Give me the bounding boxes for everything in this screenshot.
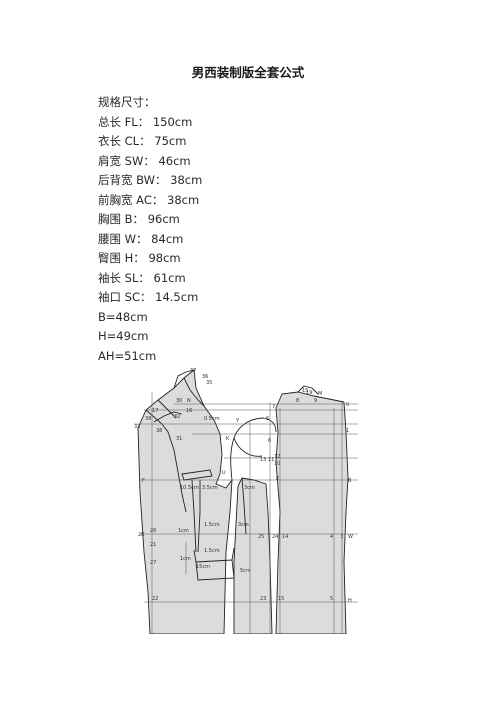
spec-hip: 臀围 H： 98cm <box>98 251 181 265</box>
label-h: H <box>348 598 352 604</box>
label-u: U <box>222 470 226 476</box>
label-1-5cm-a: 1.5cm <box>204 522 220 528</box>
label-3-5cm: 3.5cm <box>202 485 218 491</box>
label-5: 5 <box>330 596 333 602</box>
armhole-curve <box>230 417 277 481</box>
label-28: 28 <box>138 532 144 538</box>
spec-shoulder-width: 肩宽 SW： 46cm <box>98 153 191 168</box>
label-13-11: 13 11 <box>260 457 274 463</box>
label-1: 1 <box>346 428 349 434</box>
label-e: E <box>276 476 279 482</box>
label-10: 10 <box>274 461 280 467</box>
side-piece-outline <box>237 477 267 487</box>
suit-pattern-drawing: 37 36 35 30 N 17 32 39 16 33 38 31 7 S K… <box>134 368 358 634</box>
label-30: 30 <box>176 398 182 404</box>
chest-pocket <box>181 469 213 481</box>
spec-heading: 规格尺寸： <box>98 95 156 109</box>
label-22: 22 <box>152 596 158 602</box>
spec-armhole: AH=51cm <box>98 348 157 363</box>
label-0: 0 <box>346 402 349 408</box>
label-19: 19 <box>306 390 312 396</box>
label-24: 24 <box>272 534 278 540</box>
label-s: S <box>266 416 269 422</box>
label-8: 8 <box>296 398 299 404</box>
spec-full-length: 总长 FL： 150cm <box>98 114 193 129</box>
label-36: 36 <box>202 374 208 380</box>
label-31: 31 <box>176 436 182 442</box>
label-w: W <box>348 534 353 540</box>
label-3cm-b: 3cm <box>238 522 249 528</box>
label-f: F <box>142 478 145 484</box>
label-m: M <box>318 391 322 397</box>
label-15-b: 15 <box>278 596 284 602</box>
label-23: 23 <box>260 596 266 602</box>
label-k: K <box>226 436 230 442</box>
label-10-5cm: 10.5cm <box>180 485 199 491</box>
label-4: 4 <box>330 534 333 540</box>
front-dart <box>191 479 197 553</box>
label-21: 21 <box>150 542 156 548</box>
label-35: 35 <box>206 380 212 386</box>
label-37: 37 <box>190 368 196 374</box>
label-3: 3 <box>340 534 343 540</box>
spec-list: 规格尺寸： 总长 FL： 150cm 衣长 CL： 75cm 肩宽 SW： 46… <box>98 93 202 366</box>
spec-sleeve-length: 袖长 SL： 61cm <box>98 270 186 285</box>
label-39: 39 <box>145 416 151 422</box>
label-b: B <box>348 478 352 484</box>
spec-coat-length: 衣长 CL： 75cm <box>98 134 187 148</box>
label-15: 15 <box>302 388 308 394</box>
label-3cm-a: 3cm <box>244 485 255 491</box>
label-12: 12 <box>274 454 280 460</box>
label-14: 14 <box>282 534 288 540</box>
lapel-outline <box>173 369 195 389</box>
document-title: 男西装制版全套公式 <box>191 65 305 80</box>
label-33: 33 <box>134 424 140 430</box>
spec-half-hip: H=49cm <box>98 329 149 343</box>
label-1cm-b: 1cm <box>180 556 191 562</box>
label-1cm-a: 1cm <box>178 528 189 534</box>
spec-front-chest-width: 前胸宽 AC： 38cm <box>98 192 200 207</box>
label-n: N <box>187 398 191 404</box>
spec-cuff: 袖口 SC： 14.5cm <box>98 290 199 304</box>
label-17: 17 <box>152 408 158 414</box>
spec-back-width: 后背宽 BW： 38cm <box>98 173 203 187</box>
label-32: 32 <box>174 414 180 420</box>
label-25: 25 <box>258 534 264 540</box>
label-6: 6 <box>268 438 271 444</box>
label-15cm: 15cm <box>196 564 210 570</box>
label-9: 9 <box>314 398 317 404</box>
label-16: 16 <box>186 408 192 414</box>
label-7: 7 <box>272 404 275 410</box>
label-26: 26 <box>150 528 156 534</box>
label-5cm: 5cm <box>240 568 251 574</box>
label-1-5cm-b: 1.5cm <box>204 548 220 554</box>
label-0-5cm: 0.5cm <box>204 416 220 422</box>
label-27: 27 <box>150 560 156 566</box>
label-y: Y <box>235 418 240 424</box>
lower-pocket <box>195 559 235 581</box>
spec-half-bust: B=48cm <box>98 309 148 324</box>
label-38: 38 <box>156 428 162 434</box>
spec-bust: 胸围 B： 96cm <box>98 212 180 226</box>
spec-waist: 腰围 W： 84cm <box>98 231 184 246</box>
